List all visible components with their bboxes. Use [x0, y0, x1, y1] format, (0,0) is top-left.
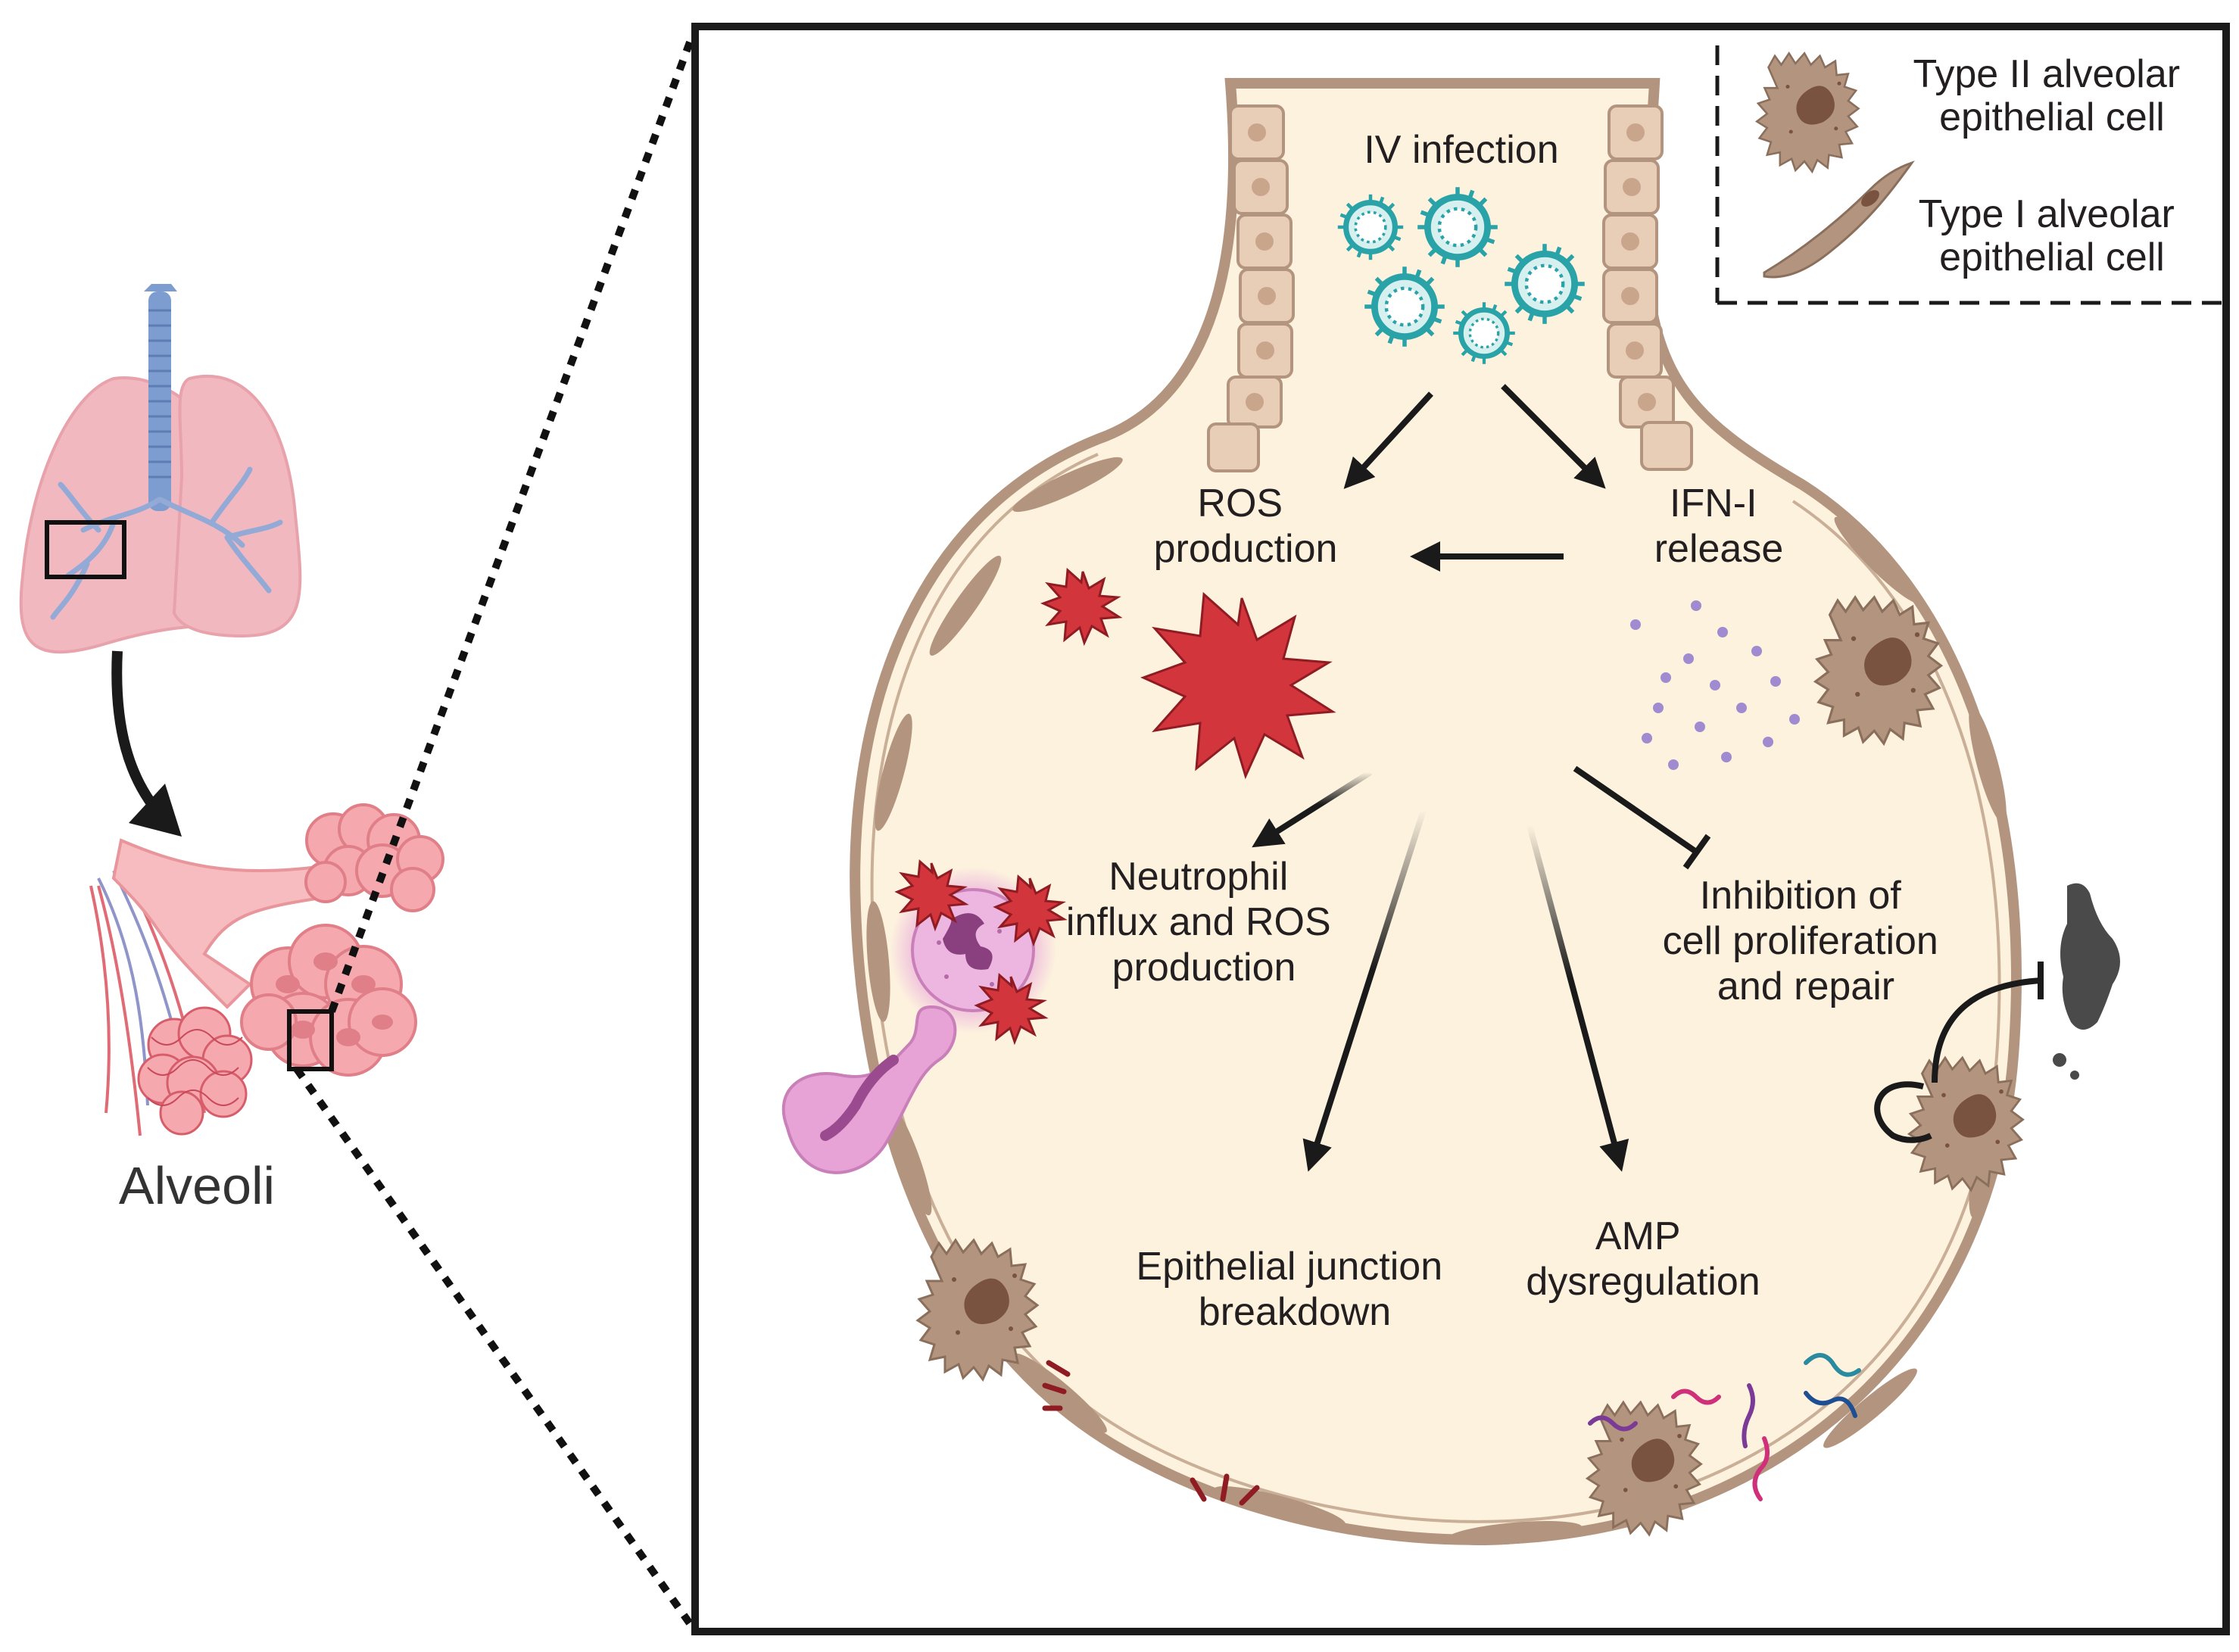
lung-zoom-box [45, 520, 126, 579]
junction-breakdown-label: Epithelial junction breakdown [1136, 1245, 1453, 1334]
amp-peptides [1588, 1353, 1861, 1501]
iv-infection-label: IV infection [1364, 128, 1558, 172]
ifn-release-label: IFN-I release [1654, 482, 1784, 571]
legend: Type II alveolar epithelial cell Type I … [1715, 45, 2222, 305]
amp-dysregulation-label: AMP dysregulation [1526, 1214, 1760, 1304]
junction-break-marks [1042, 1360, 1260, 1506]
trachea [144, 284, 177, 511]
neutrophil-ros-stars [894, 859, 1068, 1046]
legend-type1-label: Type I alveolar epithelial cell [1919, 192, 2186, 279]
infection-arrows [1343, 384, 1606, 572]
neutrophil-label: Neutrophil influx and ROS production [1066, 855, 1342, 990]
alveoli-zoom-box [287, 1009, 334, 1071]
ros-production-label: ROS production [1154, 482, 1338, 571]
downstream-arrows [1252, 765, 1711, 1172]
ifn-dots [1630, 600, 1800, 770]
lungs-illustration [19, 284, 302, 654]
transmigrating-neutrophil [781, 1005, 957, 1174]
legend-type2-label: Type II alveolar epithelial cell [1913, 52, 2191, 139]
alveoli-label: Alveoli [119, 1156, 275, 1215]
repair-inhibition-arrows [1874, 962, 2044, 1143]
zoom-guide-lines [293, 33, 697, 1630]
type1-cells-membrane [866, 457, 2007, 1546]
zoom-arrow-head [129, 784, 182, 837]
zoom-arrow [111, 650, 167, 821]
dying-cell [2053, 883, 2120, 1080]
alveolus-sac [850, 78, 2022, 1546]
ros-stars [1040, 567, 1336, 780]
inhibition-label: Inhibition of cell proliferation and rep… [1663, 874, 1950, 1008]
alveoli-illustration [89, 803, 444, 1136]
